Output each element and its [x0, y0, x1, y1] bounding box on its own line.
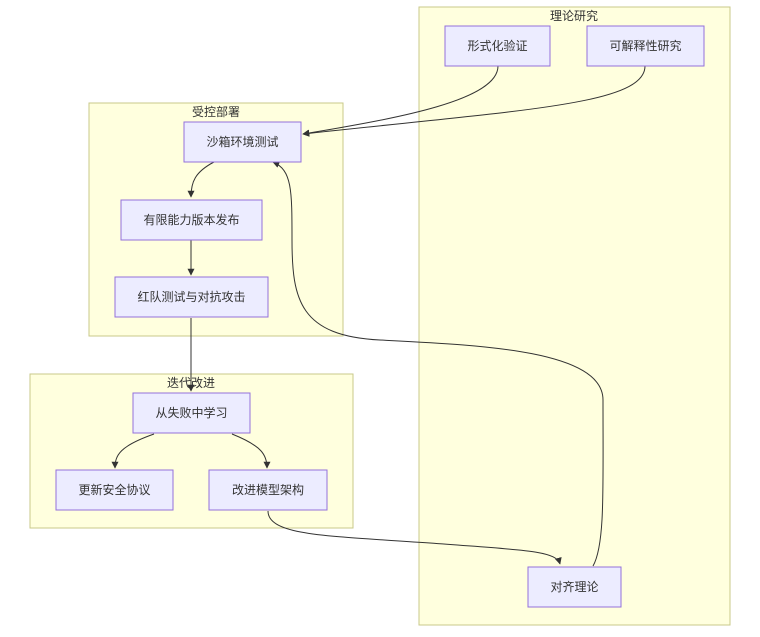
node-learn-from-failure[interactable]: 从失败中学习: [132, 392, 251, 434]
cluster-controlled-title: 受控部署: [192, 104, 240, 119]
node-interpretability-label: 可解释性研究: [609, 38, 681, 53]
node-alignment-theory-label: 对齐理论: [550, 579, 598, 594]
edge-interp-sandbox: [302, 65, 646, 137]
edge-sandbox-limited: [187, 161, 215, 198]
node-red-team-label: 红队测试与对抗攻击: [137, 289, 245, 304]
node-improve-architecture-label: 改进模型架构: [232, 482, 304, 497]
node-improve-architecture[interactable]: 改进模型架构: [208, 469, 328, 511]
node-formal-verification-label: 形式化验证: [467, 38, 527, 53]
edge-align-sandbox: [272, 161, 604, 567]
node-limited-release[interactable]: 有限能力版本发布: [120, 199, 263, 241]
node-update-protocol[interactable]: 更新安全协议: [55, 469, 174, 511]
node-update-protocol-label: 更新安全协议: [78, 482, 150, 497]
cluster-theory-title: 理论研究: [550, 8, 598, 23]
node-red-team[interactable]: 红队测试与对抗攻击: [114, 276, 269, 318]
edges: [111, 65, 646, 567]
node-sandbox-testing[interactable]: 沙箱环境测试: [183, 121, 302, 163]
node-limited-release-label: 有限能力版本发布: [143, 212, 239, 227]
edge-learn-arch: [231, 433, 271, 469]
node-interpretability[interactable]: 可解释性研究: [586, 25, 705, 67]
node-alignment-theory[interactable]: 对齐理论: [527, 566, 622, 608]
node-learn-from-failure-label: 从失败中学习: [155, 405, 227, 420]
cluster-theory: 理论研究: [418, 6, 731, 626]
edge-arch-align: [267, 510, 562, 565]
edge-learn-protocol: [111, 433, 155, 469]
node-sandbox-testing-label: 沙箱环境测试: [206, 134, 278, 149]
edge-formal-sandbox: [302, 65, 499, 137]
node-formal-verification[interactable]: 形式化验证: [444, 25, 551, 67]
